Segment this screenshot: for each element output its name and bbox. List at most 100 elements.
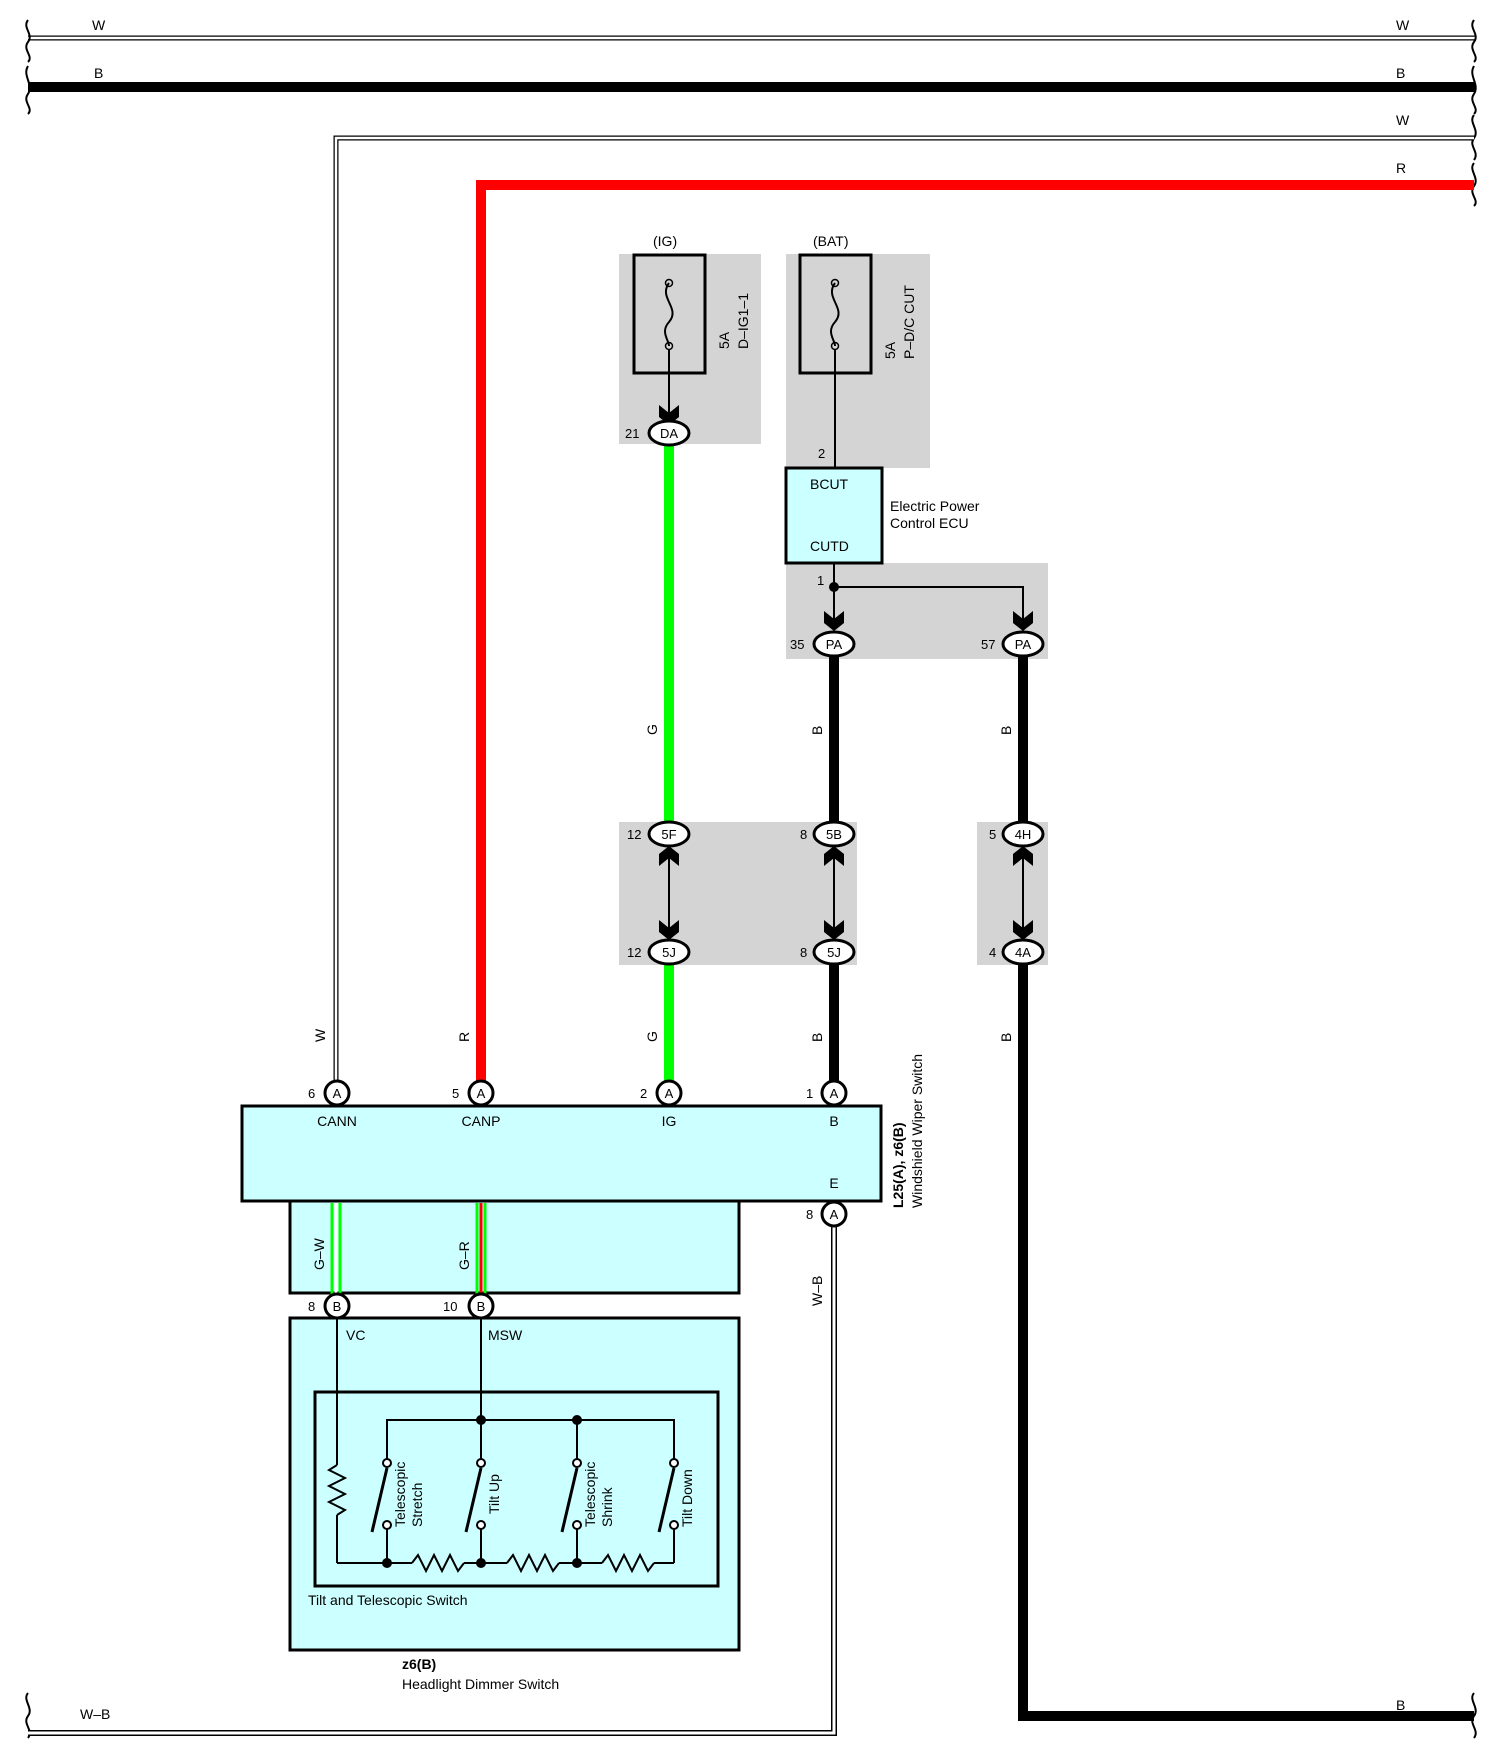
connector-b8-code: B [333,1299,342,1314]
connector-pa57: PA 57 [981,630,1045,658]
connector-b10-pin: 10 [443,1299,457,1314]
connector-da-code: DA [660,426,678,441]
bottom-b-right-label: B [1396,1697,1405,1713]
connector-5j-b-code: 5J [827,945,841,960]
fuse-ig-element [664,282,674,347]
connector-da: DA 21 [625,419,691,447]
connector-pa57-code: PA [1015,637,1032,652]
connector-pa35-code: PA [826,637,843,652]
canp-r-wire [476,180,1474,1093]
switch-telescopic-stretch-line2: Stretch [409,1483,425,1527]
connector-pa35-pin: 35 [790,637,804,652]
connector-5j-g: 5J 12 [627,938,691,966]
switch-tilt-up: Tilt Up [486,1474,502,1514]
tilt-switch-name: Tilt and Telescopic Switch [308,1592,468,1608]
connector-5j-g-code: 5J [662,945,676,960]
connector-a6: A 6 [308,1079,351,1107]
tilt-switch-frame [313,1390,720,1588]
fuse-ig-rating: 5A [716,331,732,349]
connector-5f-pin: 12 [627,827,641,842]
wire-label-ig-g-lower: G [644,1031,660,1042]
switch-telescopic-shrink-line2: Shrink [599,1486,615,1527]
ground-wb-wire [28,1214,837,1736]
cann-w-wire [333,135,1474,1093]
connector-5f-code: 5F [661,827,676,842]
connector-a8-pin: 8 [806,1207,813,1222]
wire-label-b35-upper: B [809,726,825,735]
ecu-name-line2: Control ECU [890,515,969,531]
connector-b8: B 8 [308,1292,351,1320]
fuse-bat-element [830,282,840,347]
connector-da-pin: 21 [625,426,639,441]
connector-5j-g-pin: 12 [627,945,641,960]
switch-telescopic-shrink-line1: Telescopic [582,1462,598,1527]
fuse-ig-source: (IG) [653,233,677,249]
connector-a1: A 1 [806,1079,848,1107]
switch-tilt-down: Tilt Down [679,1469,695,1527]
top-w-left-label: W [92,17,106,33]
connector-4a: 4A 4 [989,938,1045,966]
connector-pa57-pin: 57 [981,637,995,652]
wire-label-ground-wb: W–B [809,1276,825,1306]
wire-label-vc-gw: G–W [311,1237,327,1270]
wire-label-b57-upper: B [998,726,1014,735]
connector-5b-pin: 8 [800,827,807,842]
wiper-terminal-cann: CANN [317,1113,357,1129]
wire-label-msw-gr: G–R [456,1241,472,1270]
top-w-right-label: W [1396,17,1410,33]
msw-gr-wire [475,1203,487,1297]
wire-label-cann-w: W [312,1028,328,1042]
connector-b8-pin: 8 [308,1299,315,1314]
fuse-bat-source: (BAT) [813,233,849,249]
vc-gw-wire [330,1203,342,1297]
connector-b10: B 10 [443,1292,495,1320]
connector-a8: A 8 [806,1200,848,1228]
wiper-switch-lower-body [288,1199,741,1295]
ecu-name-line1: Electric Power [890,498,980,514]
wiper-terminal-ig: IG [662,1113,677,1129]
ecu-pin-1: 1 [817,573,824,588]
connector-a2: A 2 [640,1079,683,1107]
bus-r-right-label: R [1396,160,1406,176]
wiper-terminal-e: E [829,1175,838,1191]
connector-a2-pin: 2 [640,1086,647,1101]
connector-a1-pin: 1 [806,1086,813,1101]
connector-4h-pin: 5 [989,827,996,842]
connector-5b-code: 5B [826,827,842,842]
wiper-terminal-canp: CANP [462,1113,501,1129]
wiper-terminal-b: B [829,1113,838,1129]
ecu-terminal-cutd: CUTD [810,538,849,554]
connector-a5-pin: 5 [452,1086,459,1101]
wiper-switch-code: L25(A), z6(B) [890,1122,906,1208]
dimmer-switch-body [288,1316,741,1652]
top-b-right-label: B [1396,65,1405,81]
connector-5f: 5F 12 [627,820,691,848]
wire-label-canp-r: R [456,1032,472,1042]
dimmer-terminal-vc: VC [346,1327,365,1343]
connector-b10-code: B [477,1299,486,1314]
bottom-wb-left-label: W–B [80,1706,110,1722]
dimmer-switch-code: z6(B) [402,1656,436,1672]
tilt-switch-junctions [382,1415,582,1568]
dimmer-terminal-msw: MSW [488,1327,523,1343]
connector-5j-b-pin: 8 [800,945,807,960]
fuse-bat-rating: 5A [882,341,898,359]
fuse-ig-name: D–IG1–1 [735,293,751,349]
connector-4h-code: 4H [1015,827,1032,842]
ecu-terminal-bcut: BCUT [810,476,849,492]
connector-a8-code: A [830,1207,839,1222]
dimmer-switch-name: Headlight Dimmer Switch [402,1676,559,1692]
connector-chevrons [659,405,1033,940]
connector-a5-code: A [477,1086,486,1101]
switch-telescopic-stretch-line1: Telescopic [392,1462,408,1527]
fuse-bat-name: P–D/C CUT [901,285,917,359]
connector-pa35: PA 35 [790,630,856,658]
connector-4h: 4H 5 [989,820,1045,848]
b57-wire-lower [1018,960,1474,1721]
connector-a6-code: A [333,1086,342,1101]
wire-label-b35-lower: B [809,1033,825,1042]
ecu-pin-2: 2 [818,446,825,461]
wire-label-ig-g-upper: G [644,724,660,735]
wire-label-b57-lower: B [998,1033,1014,1042]
